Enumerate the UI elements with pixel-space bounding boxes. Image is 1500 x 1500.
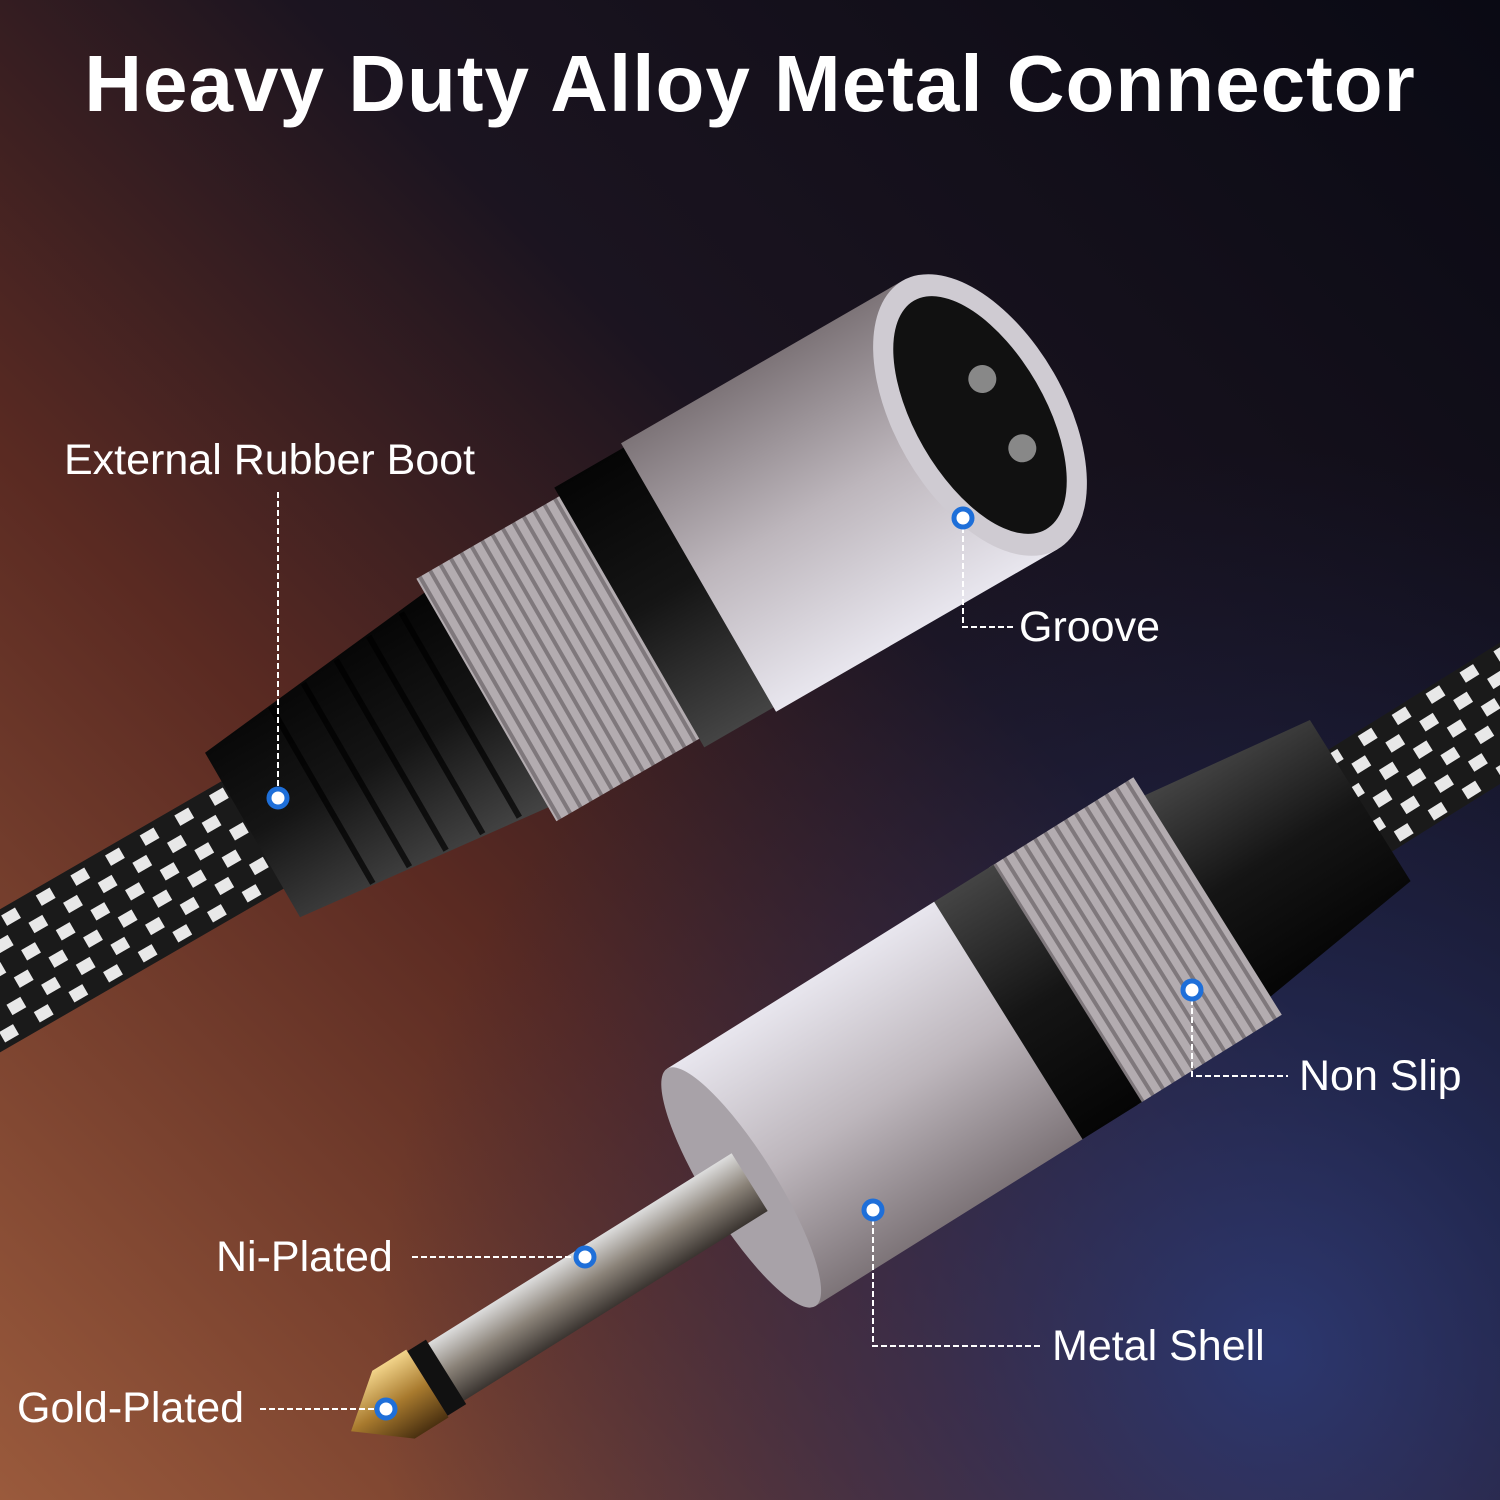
black-ring [929, 864, 1142, 1142]
gold-plated-tip [351, 1349, 449, 1439]
braided-cable [1311, 548, 1500, 863]
dot-ni-plated [573, 1245, 597, 1269]
ni-plated-sleeve [426, 1153, 768, 1402]
knurled-grip [989, 777, 1282, 1105]
label-groove: Groove [1019, 603, 1161, 651]
xlr-connector [0, 274, 1087, 1144]
dot-metal-shell [861, 1198, 885, 1222]
label-rubber-boot: External Rubber Boot [64, 436, 476, 484]
callout-dots [266, 506, 1204, 1421]
label-ni-plated: Ni-Plated [216, 1233, 393, 1281]
rubber-boot [1135, 720, 1411, 1004]
label-gold-plated: Gold-Plated [17, 1384, 245, 1432]
dot-rubber-boot [266, 786, 290, 810]
headline: Heavy Duty Alloy Metal Connector [84, 39, 1416, 128]
jack-connector [351, 548, 1500, 1439]
callout-lines [260, 492, 1288, 1410]
black-ring [554, 445, 778, 748]
braided-cable [0, 776, 293, 1144]
knurled-grip [416, 493, 704, 822]
dot-non-slip [1180, 978, 1204, 1002]
dot-gold-plated [374, 1397, 398, 1421]
label-metal-shell: Metal Shell [1052, 1322, 1265, 1370]
dot-groove [951, 506, 975, 530]
label-non-slip: Non Slip [1299, 1052, 1462, 1100]
